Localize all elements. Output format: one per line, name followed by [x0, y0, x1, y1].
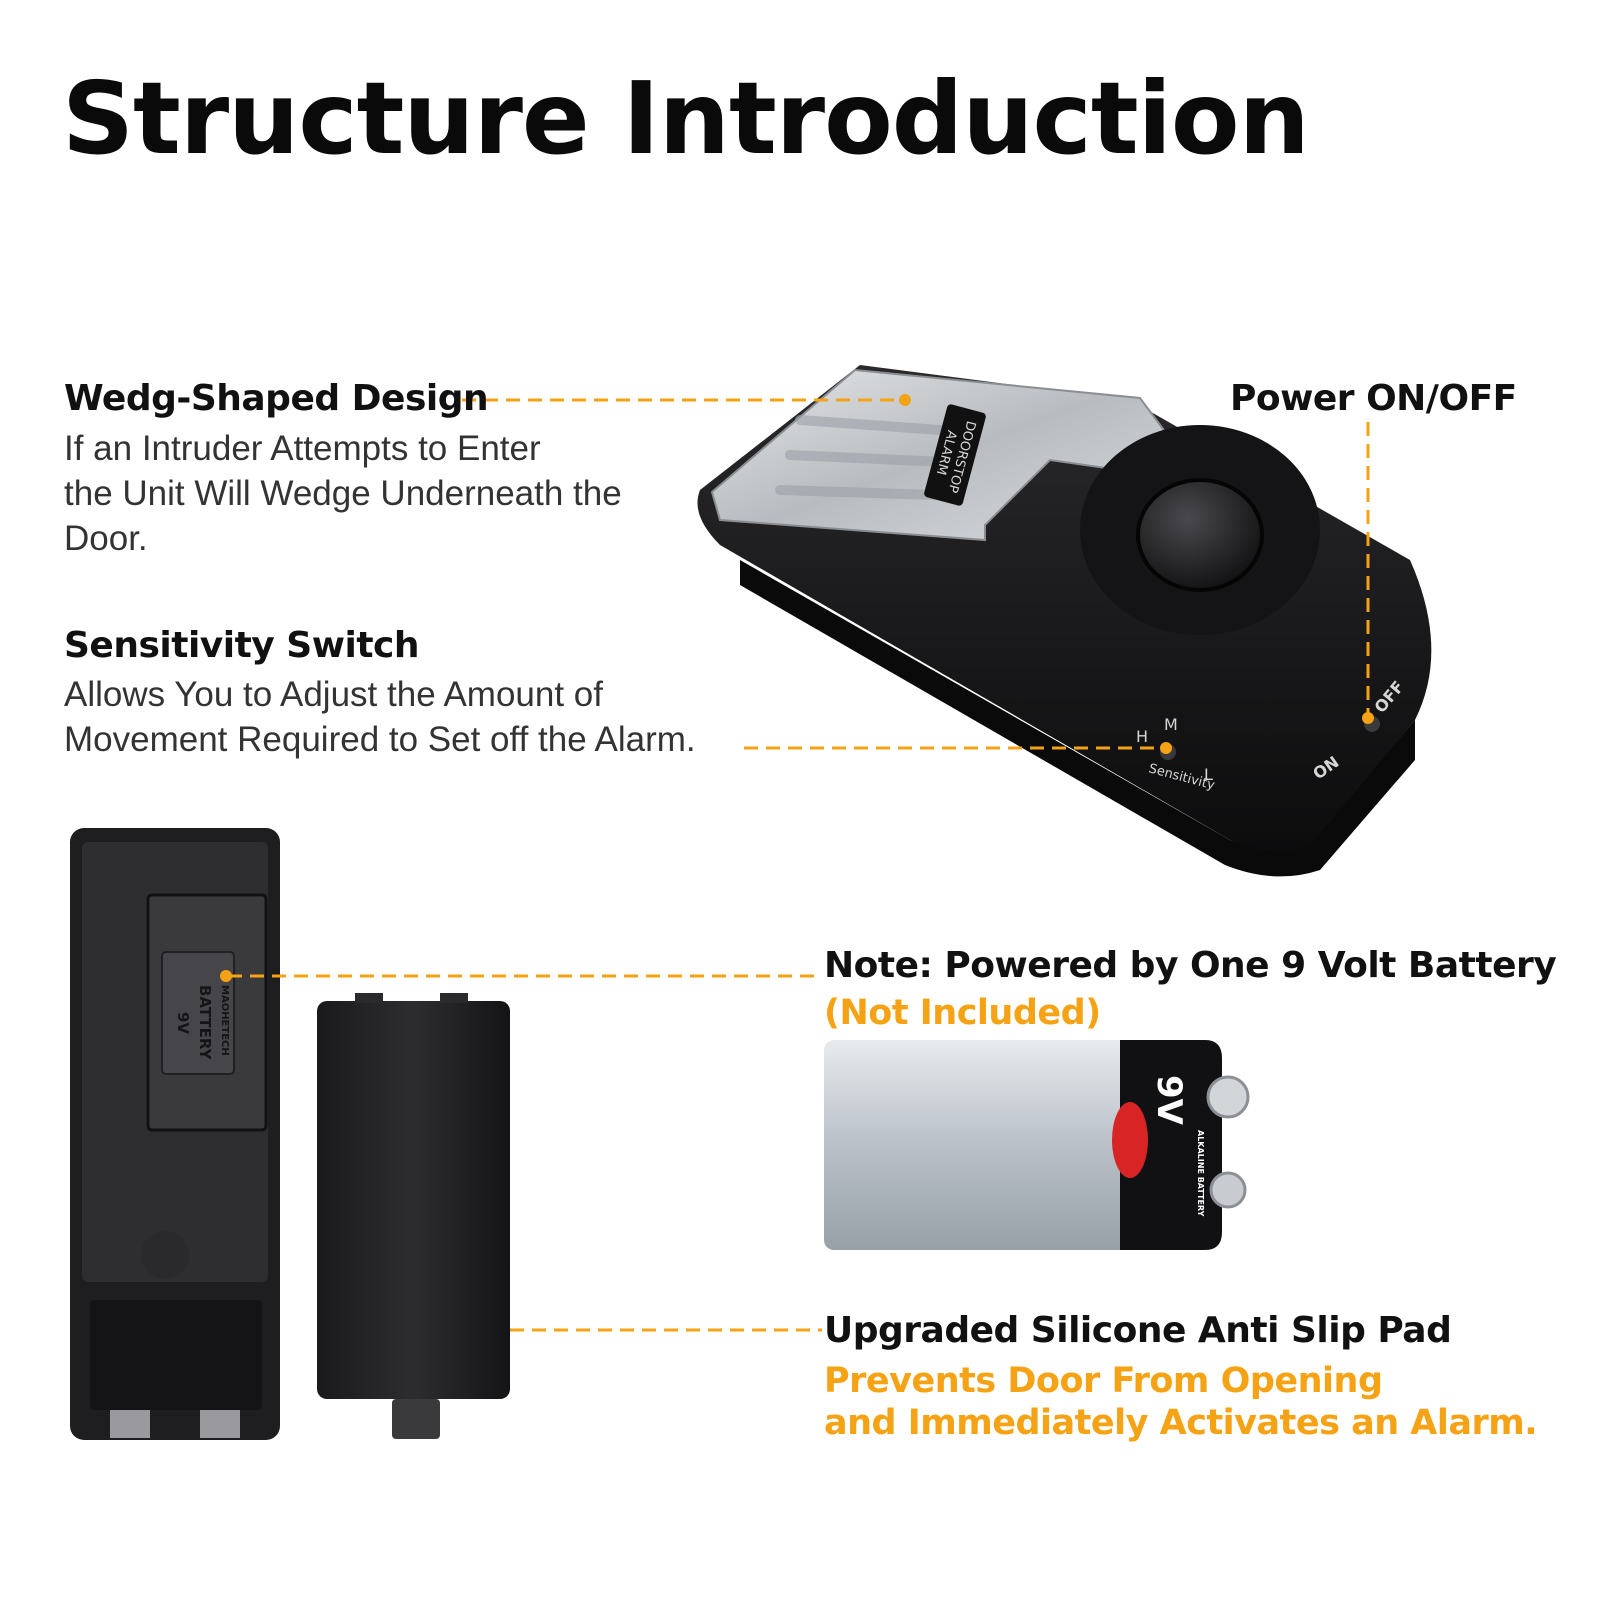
pad-desc-line: and Immediately Activates an Alarm.: [824, 1403, 1538, 1443]
device-bottom-view: [70, 828, 280, 1440]
battery-note-heading: Note: Powered by One 9 Volt Battery: [824, 945, 1557, 986]
compartment-brand-label: MAOHETECH: [219, 985, 230, 1056]
anti-slip-pad-heading: Upgraded Silicone Anti Slip Pad: [824, 1310, 1452, 1351]
power-callout-dot: [1362, 712, 1374, 724]
sensitivity-switch-description: Allows You to Adjust the Amount of Movem…: [64, 672, 754, 762]
battery-callout-dot: [220, 970, 232, 982]
wedge-desc-line: the Unit Will Wedge Underneath the: [64, 474, 622, 513]
battery-note-subheading: (Not Included): [824, 993, 1101, 1033]
switch-m-label: M: [1164, 715, 1178, 734]
compartment-battery-label: BATTERY: [196, 985, 214, 1061]
battery-compartment: [161, 951, 235, 1075]
battery-cover: [317, 993, 510, 1439]
sensitivity-desc-line: Movement Required to Set off the Alarm.: [64, 720, 696, 759]
wedge-design-heading: Wedg-Shaped Design: [64, 378, 489, 419]
switch-h-label: H: [1136, 727, 1148, 746]
compartment-9v-label: 9V: [174, 1012, 192, 1034]
doorstop-alarm-device: [697, 365, 1432, 877]
alarm-button: [1136, 478, 1264, 592]
pad-desc-line: Prevents Door From Opening: [824, 1361, 1383, 1401]
page-title: Structure Introduction: [62, 60, 1310, 177]
sensitivity-desc-line: Allows You to Adjust the Amount of: [64, 675, 603, 714]
nine-volt-battery: [824, 1040, 1250, 1250]
anti-slip-pad-description: Prevents Door From Opening and Immediate…: [824, 1360, 1538, 1444]
sensitivity-switch-heading: Sensitivity Switch: [64, 625, 420, 666]
wedge-callout-dot: [899, 394, 911, 406]
wedge-desc-line: Door.: [64, 519, 148, 558]
switch-l-label: L: [1204, 765, 1213, 784]
battery-type-label: ALKALINE BATTERY: [1196, 1130, 1205, 1217]
battery-9v-label: 9V: [1149, 1075, 1189, 1126]
callout-connectors: [228, 398, 1370, 1332]
wedge-design-description: If an Intruder Attempts to Enter the Uni…: [64, 426, 704, 561]
wedge-desc-line: If an Intruder Attempts to Enter: [64, 429, 541, 468]
sensitivity-callout-dot: [1160, 742, 1172, 754]
power-switch-heading: Power ON/OFF: [1230, 378, 1517, 419]
